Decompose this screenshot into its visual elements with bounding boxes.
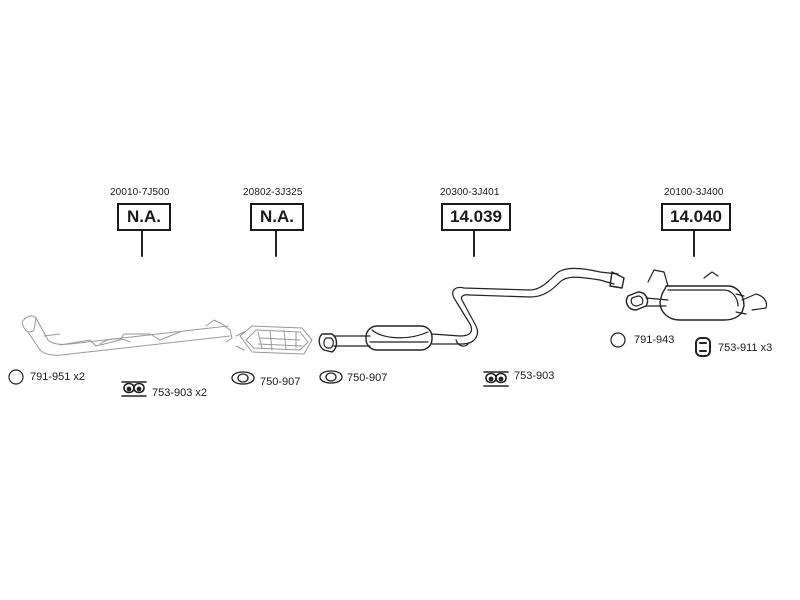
part-status-rear-silencer[interactable]: 14.040 <box>661 203 731 231</box>
part-ref-front-pipe: 20010-7J500 <box>110 187 170 198</box>
rubber-hanger-icon <box>121 381 147 397</box>
part-status-center-pipe[interactable]: 14.039 <box>441 203 511 231</box>
flange-gasket-icon <box>319 370 343 384</box>
part-status-catalyst[interactable]: N.A. <box>250 203 304 231</box>
rear-silencer-drawing[interactable] <box>625 269 768 321</box>
ring-gasket-icon <box>610 332 626 348</box>
part-status-front-pipe[interactable]: N.A. <box>117 203 171 231</box>
accessory-label-791-943: 791-943 <box>634 334 675 346</box>
part-ref-rear-silencer: 20100-3J400 <box>664 187 724 198</box>
accessory-label-753-911: 753-911 x3 <box>718 342 773 354</box>
ring-gasket-icon <box>8 369 24 385</box>
accessory-label-753-903-x2: 753-903 x2 <box>152 387 208 399</box>
accessory-label-753-903: 753-903 <box>514 370 555 382</box>
part-ref-catalyst: 20802-3J325 <box>243 187 303 198</box>
center-pipe-drawing[interactable] <box>318 267 625 353</box>
accessory-label-750-907-a: 750-907 <box>260 376 301 388</box>
rubber-mount-icon <box>695 337 711 357</box>
accessory-label-791-951: 791-951 x2 <box>30 371 86 383</box>
front-pipe-drawing[interactable] <box>21 315 233 356</box>
accessory-label-750-907-b: 750-907 <box>347 372 388 384</box>
part-ref-center-pipe: 20300-3J401 <box>440 187 500 198</box>
flange-gasket-icon <box>231 371 255 385</box>
rubber-hanger-icon <box>483 371 509 387</box>
catalyst-drawing[interactable] <box>235 325 313 355</box>
